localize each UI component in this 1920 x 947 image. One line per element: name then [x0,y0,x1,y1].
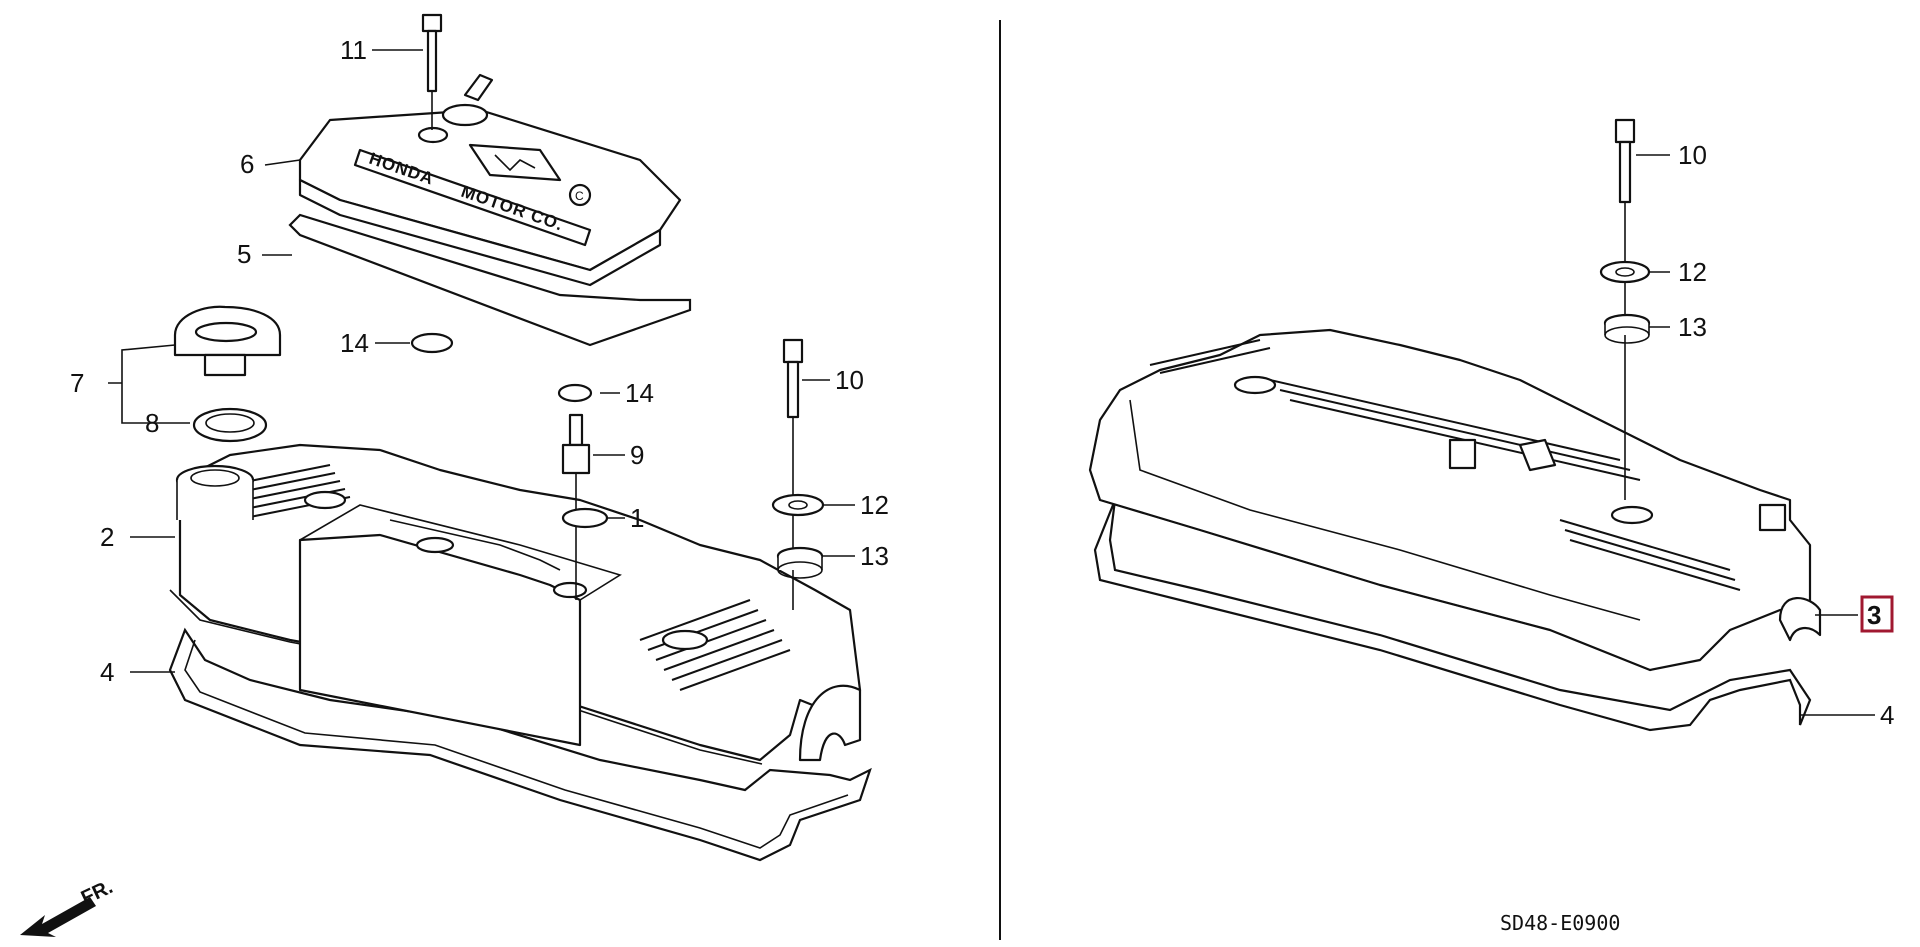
callout-4-right: 4 [1880,700,1894,730]
oil-cap-7 [173,305,282,377]
valve-cover-3-right [1088,328,1822,672]
washer-12 [771,493,825,517]
right-assembly: 10 12 13 3 4 SD48-E0900 [1088,118,1894,935]
bolt-10-right [1614,118,1636,500]
oring-14a [410,332,454,354]
callout-6: 6 [240,149,254,179]
callout-7: 7 [70,368,84,398]
gasket-5 [288,213,692,347]
callout-12-left: 12 [860,490,889,520]
leader-lines-left [108,49,855,673]
top-cover-6: HONDA MOTOR CO. C [298,73,682,287]
callout-2: 2 [100,522,114,552]
grommet-13 [776,546,824,579]
svg-text:C: C [575,189,584,203]
callout-13-right: 13 [1678,312,1707,342]
callout-9: 9 [630,440,644,470]
callout-1: 1 [630,503,644,533]
callout-12-right: 12 [1678,257,1707,287]
bolt-11 [421,13,443,130]
oring-14b [557,383,593,403]
callout-5: 5 [237,239,251,269]
valve-cover-2-left [169,443,862,765]
callout-11: 11 [340,35,367,65]
callout-3[interactable]: 3 [1867,600,1881,630]
callout-14-lower: 14 [625,378,654,408]
callout-10-left: 10 [835,365,864,395]
grommet-13-right [1603,313,1651,344]
front-arrow: FR. [20,876,116,937]
callout-10-right: 10 [1678,140,1707,170]
diagram-code: SD48-E0900 [1500,911,1620,935]
leader-lines-right [1636,154,1875,716]
callout-13-left: 13 [860,541,889,571]
callout-4: 4 [100,657,114,687]
callout-3-box[interactable] [1860,595,1894,633]
washer-12-right [1599,260,1651,284]
grommet-1 [561,507,609,529]
callout-8: 8 [145,408,159,438]
left-assembly: HONDA MOTOR CO. C [20,13,889,937]
callout-14-upper: 14 [340,328,369,358]
pcv-valve-9 [561,413,591,600]
